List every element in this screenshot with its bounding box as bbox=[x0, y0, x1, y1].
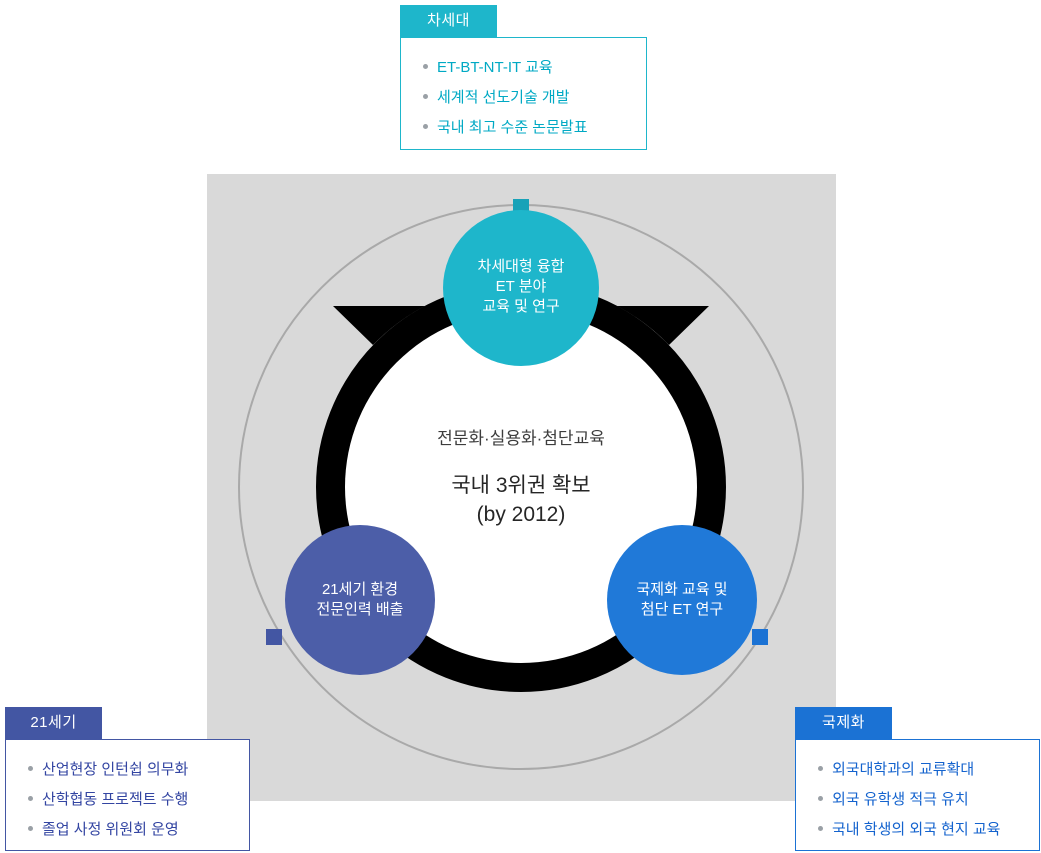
callout-next-gen-box: ET-BT-NT-IT 교육 세계적 선도기술 개발 국내 최고 수준 논문발표 bbox=[400, 37, 647, 150]
black-corner-wedge-left bbox=[333, 306, 425, 345]
callout-item-text: 산학협동 프로젝트 수행 bbox=[42, 790, 189, 808]
right-connector-square bbox=[752, 629, 768, 645]
center-goal-title: 국내 3위권 확보 (by 2012) bbox=[371, 471, 671, 529]
list-item: 외국대학과의 교류확대 bbox=[818, 753, 1039, 783]
callout-international-box: 외국대학과의 교류확대 외국 유학생 적극 유치 국내 학생의 외국 현지 교육 bbox=[795, 739, 1040, 851]
callout-century21-box: 산업현장 인턴쉽 의무화 산학협동 프로젝트 수행 졸업 사정 위원회 운영 bbox=[5, 739, 250, 851]
node-label-century21: 21세기 환경 전문인력 배출 bbox=[280, 580, 440, 620]
circle-diagram bbox=[238, 199, 804, 770]
list-item: 졸업 사정 위원회 운영 bbox=[28, 813, 249, 843]
list-item: 국내 최고 수준 논문발표 bbox=[423, 111, 646, 141]
node-label-line: 첨단 ET 연구 bbox=[640, 601, 724, 618]
callout-item-text: 산업현장 인턴쉽 의무화 bbox=[42, 760, 189, 778]
node-label-line: 21세기 환경 bbox=[321, 581, 399, 598]
node-circle-international bbox=[607, 525, 757, 675]
node-label-line: 전문인력 배출 bbox=[316, 601, 404, 618]
callout-item-text: ET-BT-NT-IT 교육 bbox=[437, 58, 553, 76]
node-label-international: 국제화 교육 및 첨단 ET 연구 bbox=[602, 580, 762, 620]
black-corner-wedge-right bbox=[617, 306, 709, 345]
center-goal-line1: 국내 3위권 확보 bbox=[451, 474, 591, 497]
list-item: 국내 학생의 외국 현지 교육 bbox=[818, 813, 1039, 843]
callout-item-text: 국내 학생의 외국 현지 교육 bbox=[832, 820, 1001, 838]
list-item: 산학협동 프로젝트 수행 bbox=[28, 783, 249, 813]
bullet-icon bbox=[423, 123, 428, 129]
callout-next-gen-tab: 차세대 bbox=[400, 5, 497, 37]
center-goal-line2: (by 2012) bbox=[476, 503, 566, 526]
list-item: ET-BT-NT-IT 교육 bbox=[423, 51, 646, 81]
list-item: 세계적 선도기술 개발 bbox=[423, 81, 646, 111]
node-label-line: 차세대형 융합 bbox=[477, 258, 565, 275]
bullet-icon bbox=[28, 765, 33, 771]
bullet-icon bbox=[818, 765, 823, 771]
bullet-icon bbox=[818, 795, 823, 801]
bullet-icon bbox=[423, 93, 428, 99]
bullet-icon bbox=[423, 63, 428, 69]
node-label-line: 국제화 교육 및 bbox=[636, 581, 728, 598]
node-label-line: 교육 및 연구 bbox=[482, 298, 560, 315]
callout-item-text: 졸업 사정 위원회 운영 bbox=[42, 820, 179, 838]
callout-item-text: 세계적 선도기술 개발 bbox=[437, 88, 570, 106]
callout-item-text: 외국 유학생 적극 유치 bbox=[832, 790, 969, 808]
callout-century21-tab: 21세기 bbox=[5, 707, 102, 739]
callout-item-text: 외국대학과의 교류확대 bbox=[832, 760, 975, 778]
node-label-line: ET 분야 bbox=[495, 278, 547, 295]
bullet-icon bbox=[28, 795, 33, 801]
center-white-circle bbox=[345, 311, 697, 663]
left-connector-square bbox=[266, 629, 282, 645]
bullet-icon bbox=[28, 825, 33, 831]
node-circle-century21 bbox=[285, 525, 435, 675]
node-label-next-gen: 차세대형 융합 ET 분야 교육 및 연구 bbox=[441, 257, 601, 317]
node-circle-next-gen bbox=[443, 210, 599, 366]
bullet-icon bbox=[818, 825, 823, 831]
callout-international-tab: 국제화 bbox=[795, 707, 892, 739]
center-subtitle: 전문화·실용화·첨단교육 bbox=[437, 429, 605, 448]
callout-item-text: 국내 최고 수준 논문발표 bbox=[437, 118, 588, 136]
list-item: 외국 유학생 적극 유치 bbox=[818, 783, 1039, 813]
list-item: 산업현장 인턴쉽 의무화 bbox=[28, 753, 249, 783]
